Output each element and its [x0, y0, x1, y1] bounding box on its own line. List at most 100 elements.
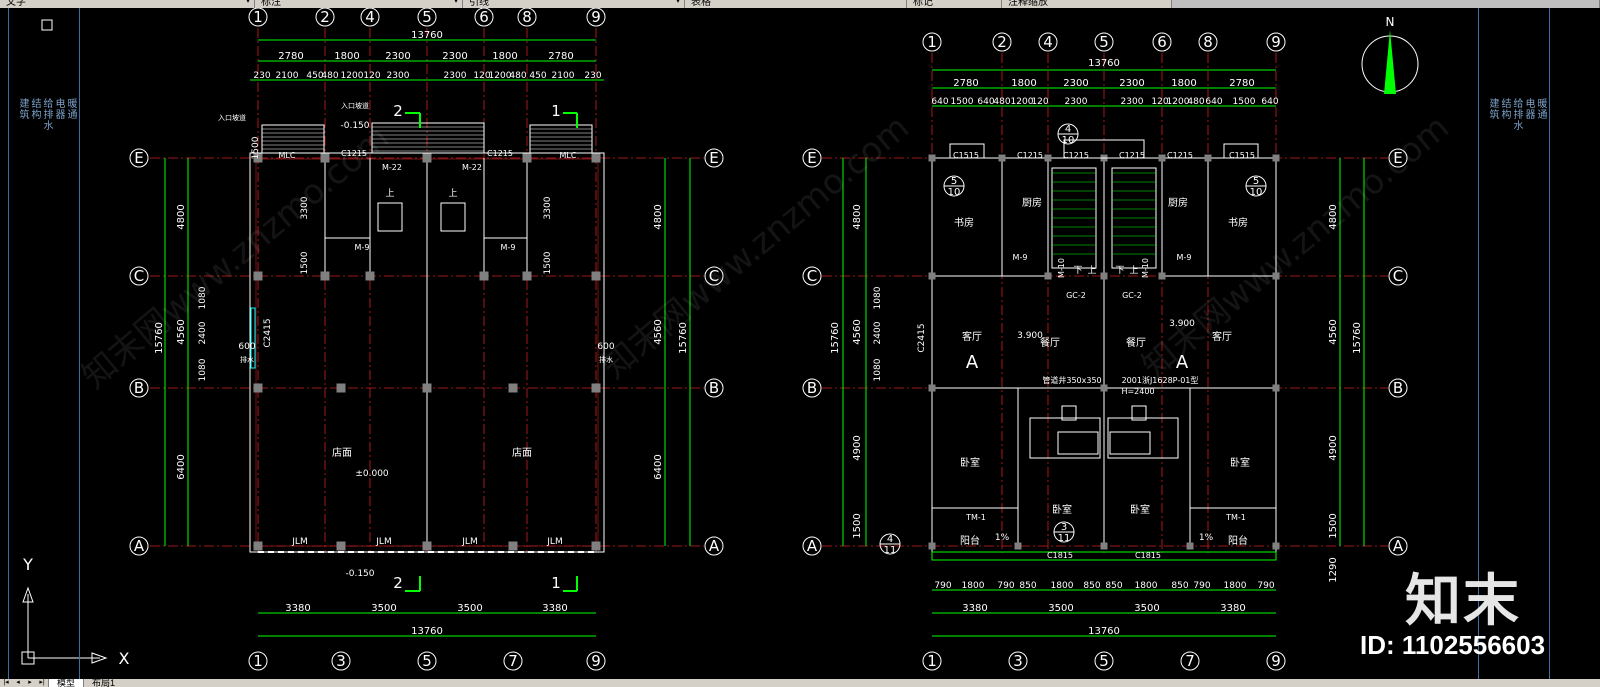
entry-ramp [529, 124, 593, 154]
dim-text: 1200 [1167, 97, 1190, 107]
annotation-scale-button[interactable]: 注释缩放 [1002, 0, 1172, 8]
column [1044, 272, 1052, 280]
axis-label: 4 [1043, 33, 1053, 51]
dim-text: 1500 [543, 251, 553, 274]
dim-text: 15760 [154, 322, 165, 354]
column [928, 542, 936, 550]
column [336, 383, 346, 393]
detail-sheet: 11 [1058, 533, 1071, 544]
room-label: 书房 [1228, 216, 1248, 229]
axis-bubble [1388, 378, 1408, 398]
axis-label: B [709, 379, 719, 397]
dim-text: 1500 [251, 136, 261, 159]
axis-label: 1 [253, 8, 263, 26]
column [928, 272, 936, 280]
column [479, 271, 489, 281]
column [1158, 272, 1166, 280]
dim-text: 2780 [278, 51, 303, 62]
axis-bubble [704, 266, 724, 286]
axis-label: 2 [320, 8, 330, 26]
column [1044, 154, 1052, 162]
stair-label: 上 [1129, 265, 1138, 276]
dim-text: 2300 [1065, 97, 1088, 107]
balcony-rail [931, 551, 1277, 561]
column [928, 154, 936, 162]
door-label: M-9 [1177, 253, 1192, 262]
column [1158, 154, 1166, 162]
axis-bubble [704, 148, 724, 168]
elevation-text: ±0.000 [355, 469, 389, 479]
table-style-dropdown[interactable]: 表格 [685, 0, 907, 8]
axis-bubble [417, 651, 437, 671]
axis-label: A [1393, 537, 1404, 555]
side-label: 建筑 [1487, 98, 1498, 120]
dim-text: 4800 [653, 204, 664, 229]
axis-label: 5 [422, 8, 432, 26]
axis-label: 8 [522, 8, 532, 26]
markup-label: 标记 [913, 0, 933, 8]
first-tab-icon[interactable]: |◂ [3, 679, 9, 686]
text-style-dropdown[interactable]: 文字▾ [0, 0, 255, 8]
dim-text: 1800 [1171, 78, 1196, 89]
axis-bubble [248, 8, 268, 27]
axis-bubble [315, 8, 335, 27]
axis-bubble [129, 378, 149, 398]
viewport-control-icon [41, 19, 53, 31]
dim-style-dropdown[interactable]: 标注▾ [255, 0, 463, 8]
column [522, 271, 532, 281]
axis-label: 9 [591, 652, 601, 670]
door-label: M-9 [501, 243, 516, 252]
window-c2415 [250, 307, 256, 369]
text-style-label: 文字 [6, 0, 26, 8]
window-label: C1815 [1135, 551, 1161, 560]
dim-text: 1500 [300, 251, 310, 274]
dim-text: 1500 [951, 97, 974, 107]
axis-bubble [1388, 536, 1408, 556]
dim-text: 3300 [300, 196, 310, 219]
column [508, 541, 518, 551]
axis-label: 1 [253, 652, 263, 670]
dim-text: 15760 [1352, 322, 1363, 354]
dim-text: 15760 [830, 322, 841, 354]
axis-label: 9 [1271, 652, 1281, 670]
axis-bubble [1094, 651, 1114, 671]
column [422, 383, 432, 393]
dim-text: 2300 [387, 71, 410, 81]
axis-label: E [709, 149, 718, 167]
dim-text: 480 [321, 71, 338, 81]
dim-text: 2300 [1119, 78, 1144, 89]
chevron-down-icon: ▾ [453, 0, 458, 5]
prev-tab-icon[interactable]: ◂ [16, 679, 20, 686]
detail-sheet: 10 [948, 187, 961, 198]
window-label: C1515 [1229, 151, 1255, 160]
dim-text: 1080 [873, 286, 883, 309]
axis-label: B [807, 379, 817, 397]
door-label: M-9 [1013, 253, 1028, 262]
side-label: 结构 [29, 98, 40, 120]
column [928, 384, 936, 392]
stair [377, 202, 403, 232]
entry-label: 入口坡道 [218, 113, 246, 122]
ucs-x-arrow-icon [91, 652, 108, 664]
axis-bubble [503, 651, 523, 671]
column [591, 383, 601, 393]
axis-label: B [134, 379, 144, 397]
next-tab-icon[interactable]: ▸ [28, 679, 32, 686]
dim-text: 13760 [411, 626, 443, 637]
window-label: C1215 [1119, 151, 1145, 160]
tab-layout1[interactable]: 布局1 [83, 679, 123, 687]
axis-bubble [1094, 32, 1114, 52]
sink [1131, 405, 1147, 421]
leader-style-dropdown[interactable]: 引线▾ [463, 0, 685, 8]
elevation-text: 3.900 [1017, 331, 1043, 341]
axis-bubble [704, 536, 724, 556]
last-tab-icon[interactable]: ▸| [39, 679, 45, 686]
markup-button[interactable]: 标记 [907, 0, 1002, 8]
dim-text: 120 [1031, 97, 1048, 107]
dim-text: 480 [1187, 97, 1204, 107]
ucs-y-arrow-icon [22, 586, 34, 603]
dim-text: 640 [977, 97, 994, 107]
room-label: 厨房 [1022, 196, 1042, 209]
tab-model[interactable]: 模型 [48, 679, 84, 687]
